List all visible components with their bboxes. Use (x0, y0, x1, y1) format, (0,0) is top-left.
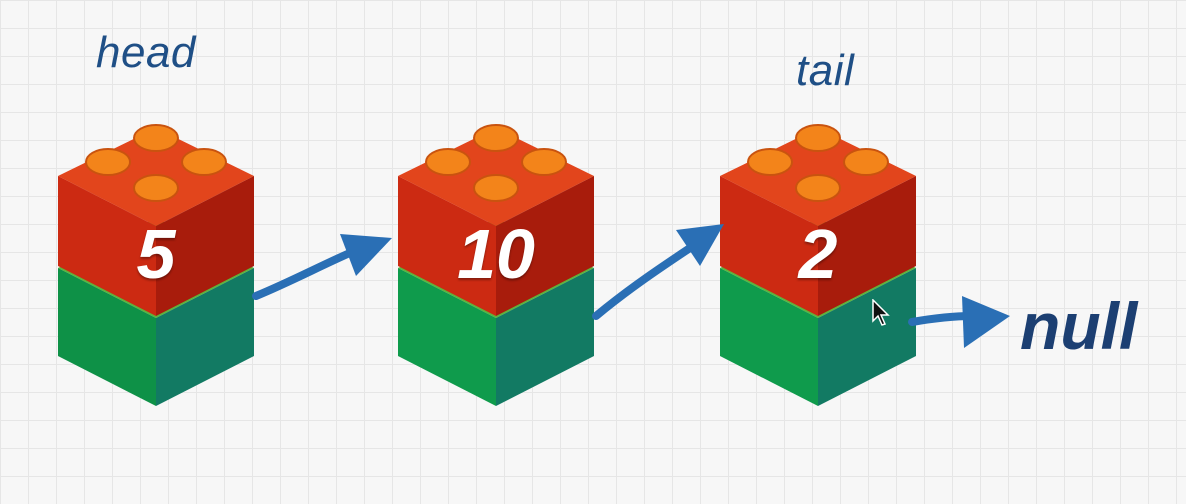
arrow-icon (908, 296, 1010, 348)
mouse-cursor-icon (872, 299, 890, 326)
arrow-icon (252, 234, 392, 300)
lego-brick-icon (720, 124, 916, 406)
arrow-icon (592, 224, 724, 320)
list-node-2: 10 (398, 118, 594, 408)
node-value: 10 (457, 215, 535, 293)
node-value: 5 (136, 215, 176, 293)
list-node-1: 5 (58, 118, 254, 408)
head-label: head (96, 28, 196, 77)
node-value: 2 (798, 215, 838, 293)
tail-label: tail (796, 46, 855, 95)
lego-brick-icon (58, 124, 254, 406)
list-node-3: 2 (720, 118, 916, 408)
lego-brick-icon (398, 124, 594, 406)
null-label: null (1020, 289, 1138, 363)
